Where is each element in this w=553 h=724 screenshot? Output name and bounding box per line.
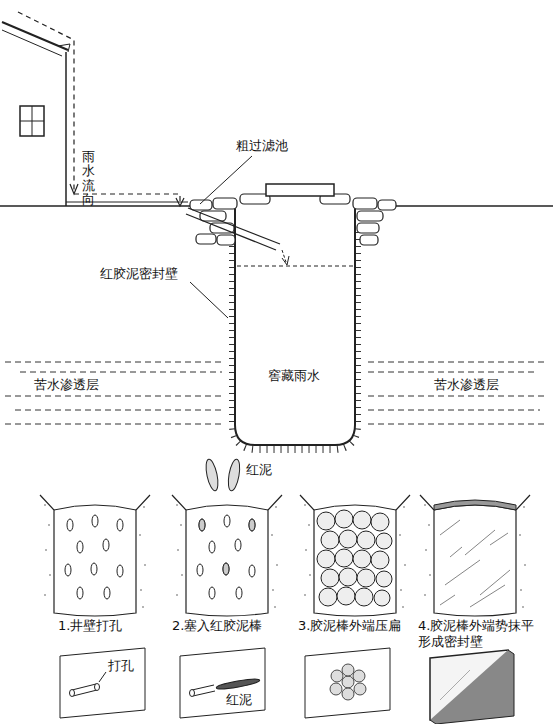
part-label: 粗过滤池 [236, 138, 288, 154]
step-caption: 1.井壁打孔 [58, 618, 122, 634]
step-caption: 3.胶泥棒外端压扁 [298, 618, 401, 634]
material-label: 红泥 [246, 462, 272, 478]
layer-label: 苦水渗透层 [432, 377, 501, 393]
part-label: 打孔 [108, 658, 134, 674]
region-label: 窖藏雨水 [268, 368, 320, 384]
material-label: 红泥 [226, 692, 252, 708]
flow-label: 雨水流向 [82, 150, 95, 207]
step-caption: 2.塞入红胶泥棒 [172, 618, 262, 634]
step-caption: 4.胶泥棒外端势抹平形成密封壁 [418, 618, 538, 651]
part-label: 红胶泥密封壁 [100, 266, 178, 282]
layer-label: 苦水渗透层 [32, 377, 101, 393]
